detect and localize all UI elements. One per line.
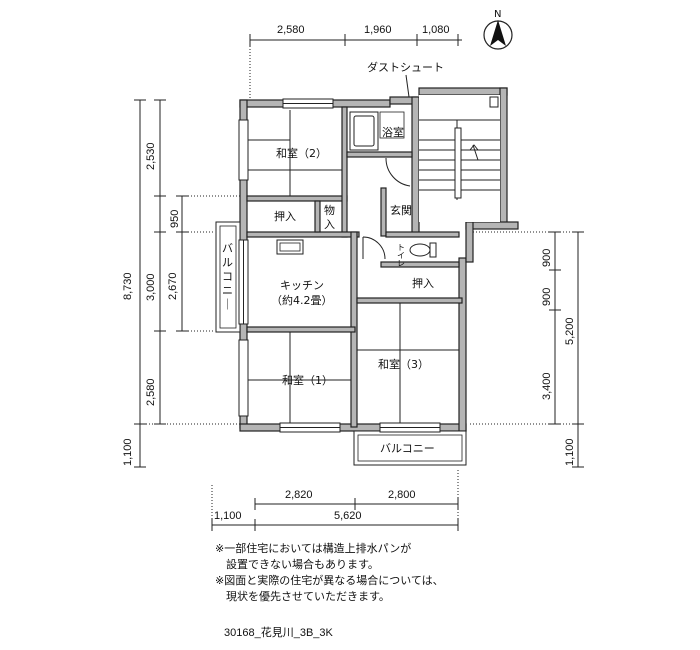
- room-oshiire-1: 押入: [274, 209, 296, 223]
- balcony-left-char-4: ニ: [222, 284, 233, 297]
- dim-left-mid-4: 2,580: [145, 378, 157, 406]
- dim-left-mid-1: 2,530: [145, 142, 157, 170]
- plan-code: 30168_花見川_3B_3K: [224, 627, 333, 639]
- balcony-left-char-3: コ: [222, 270, 233, 283]
- door-swings: [362, 157, 411, 260]
- north-label: N: [494, 9, 501, 20]
- dim-right-outer-2: 1,100: [564, 438, 576, 466]
- stairwell: [419, 95, 500, 222]
- windows: [238, 98, 441, 433]
- balcony-left-char-5: ｜: [222, 298, 233, 311]
- room-kitchen-line2: （約4.2畳）: [271, 293, 333, 307]
- dim-left-inner-1: 2,670: [167, 272, 179, 300]
- top-dimension-line: 2,580 1,960 1,080: [249, 24, 462, 98]
- room-balcony-bottom: バルコニー: [380, 442, 435, 455]
- left-balcony: [215, 221, 241, 333]
- dim-bottom-3: 1,100: [214, 510, 242, 522]
- room-toilet-2: イ: [397, 251, 405, 260]
- dim-right-inner-2: 3,400: [541, 372, 553, 400]
- kitchen-sink-icon: [276, 239, 304, 255]
- dim-bottom-4: 5,620: [334, 510, 362, 522]
- tatami-lines: [247, 110, 459, 424]
- dim-top-3: 1,080: [422, 24, 450, 36]
- note-line-4: 現状を優先させていただきます。: [215, 590, 390, 603]
- room-monoire-2: 入: [324, 218, 335, 231]
- room-bathroom: 浴室: [382, 125, 404, 139]
- dim-right-mid-1: 900: [541, 288, 553, 306]
- room-washitsu-3: 和室（3）: [378, 357, 429, 371]
- dim-top-1: 2,580: [277, 24, 305, 36]
- room-genkan: 玄関: [390, 203, 412, 217]
- dim-top-2: 1,960: [364, 24, 392, 36]
- right-dimension-lines: 5,200 1,100 900 900 3,400: [470, 231, 584, 468]
- dim-bottom-1: 2,820: [285, 489, 313, 501]
- note-line-3: ※図面と実際の住宅が異なる場合については、: [215, 574, 444, 587]
- room-oshiire-2: 押入: [412, 276, 434, 290]
- room-toilet-1: ト: [397, 243, 405, 252]
- interior-walls: [246, 106, 463, 428]
- dim-left-outer-2: 1,100: [122, 438, 134, 466]
- bathtub-icon: [349, 111, 405, 151]
- balcony-left-char-1: バ: [222, 242, 233, 255]
- dim-bottom-2: 2,800: [388, 489, 416, 501]
- left-dimension-lines: 8,730 1,100 2,530 950 3,000 2,580 2,670: [122, 99, 255, 468]
- dim-right-inner-1: 900: [541, 249, 553, 267]
- dim-left-mid-3: 3,000: [145, 273, 157, 301]
- room-kitchen-line1: キッチン: [280, 279, 324, 292]
- bottom-balcony: [353, 430, 467, 466]
- room-monoire-1: 物: [324, 203, 335, 217]
- dim-left-mid-2: 950: [169, 210, 181, 228]
- dust-chute-label: ダストシュート: [367, 60, 444, 74]
- room-washitsu-1: 和室（1）: [282, 373, 333, 387]
- room-washitsu-2: 和室（2）: [276, 146, 327, 160]
- note-line-1: ※一部住宅においては構造上排水パンが: [215, 542, 412, 555]
- note-line-2: 設置できない場合もあります。: [215, 558, 379, 571]
- dim-left-outer-1: 8,730: [122, 272, 134, 300]
- dim-right-outer-1: 5,200: [564, 317, 576, 345]
- toilet-icon: [408, 240, 437, 260]
- bottom-dimension-lines: 2,820 2,800 1,100 5,620: [211, 470, 459, 531]
- balcony-left-char-2: ル: [222, 256, 233, 269]
- room-toilet-3: レ: [397, 259, 405, 268]
- north-arrow-icon: N: [483, 9, 513, 50]
